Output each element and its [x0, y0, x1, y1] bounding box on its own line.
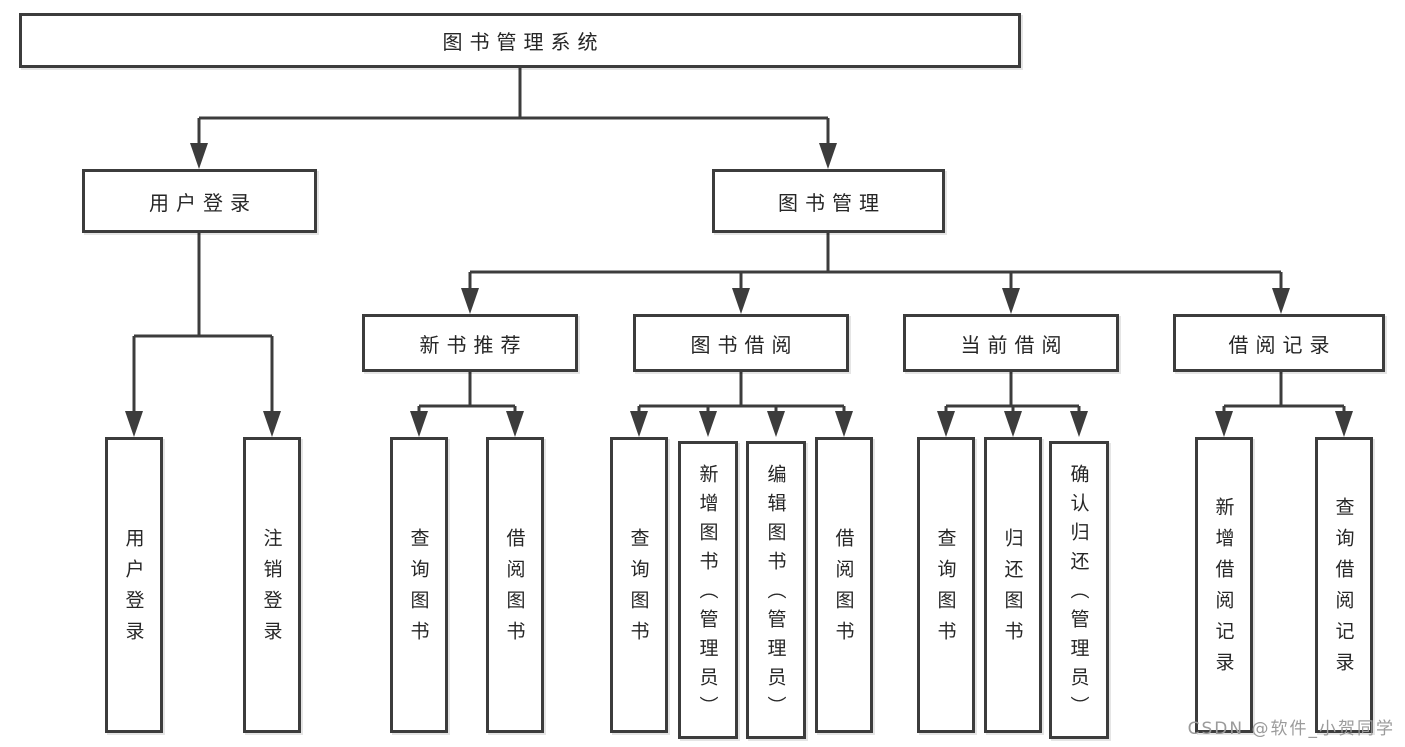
leaf-label: 借阅图书 [503, 528, 526, 652]
node-new-book-recommend: 新书推荐 [362, 314, 578, 372]
leaf-query-borrow-record: 查询借阅记录 [1315, 437, 1373, 733]
node-label: 借阅记录 [1228, 332, 1337, 357]
leaf-confirm-return-admin: 确认归还（管理员） [1049, 441, 1109, 739]
leaf-add-borrow-record: 新增借阅记录 [1195, 437, 1253, 733]
leaf-label: 新增图书（管理员） [696, 463, 719, 725]
leaf-label: 查询图书 [407, 528, 430, 652]
csdn-watermark: CSDN @软件_小贺同学 [1187, 719, 1395, 739]
node-book-borrow: 图书借阅 [633, 314, 849, 372]
leaf-label: 借阅图书 [832, 528, 855, 652]
leaf-label: 注销登录 [260, 528, 283, 652]
leaf-logout: 注销登录 [243, 437, 301, 733]
leaf-label: 归还图书 [1001, 528, 1024, 652]
leaf-label: 查询图书 [627, 528, 650, 652]
node-label: 用户登录 [149, 190, 257, 215]
leaf-label: 查询借阅记录 [1332, 497, 1355, 683]
leaf-user-login: 用户登录 [105, 437, 163, 733]
node-label: 新书推荐 [419, 332, 528, 357]
node-book-management: 图书管理 [712, 169, 945, 233]
node-label: 图书管理 [778, 190, 886, 215]
node-root-system: 图书管理系统 [19, 13, 1021, 68]
node-current-borrow: 当前借阅 [903, 314, 1119, 372]
leaf-query-books-current: 查询图书 [917, 437, 975, 733]
leaf-query-books-recommend: 查询图书 [390, 437, 448, 733]
node-borrow-records: 借阅记录 [1173, 314, 1385, 372]
leaf-label: 编辑图书（管理员） [764, 463, 787, 725]
leaf-borrow-books-recommend: 借阅图书 [486, 437, 544, 733]
leaf-edit-book-admin: 编辑图书（管理员） [746, 441, 806, 739]
leaf-query-books-borrow: 查询图书 [610, 437, 668, 733]
node-label: 当前借阅 [960, 332, 1069, 357]
leaf-add-book-admin: 新增图书（管理员） [678, 441, 738, 739]
leaf-label: 查询图书 [934, 528, 957, 652]
node-label: 图书管理系统 [442, 30, 605, 54]
leaf-borrow-books: 借阅图书 [815, 437, 873, 733]
node-label: 图书借阅 [690, 332, 799, 357]
leaf-label: 新增借阅记录 [1212, 497, 1235, 683]
leaf-label: 确认归还（管理员） [1067, 463, 1090, 725]
leaf-return-book: 归还图书 [984, 437, 1042, 733]
node-user-login: 用户登录 [82, 169, 317, 233]
leaf-label: 用户登录 [122, 528, 145, 652]
